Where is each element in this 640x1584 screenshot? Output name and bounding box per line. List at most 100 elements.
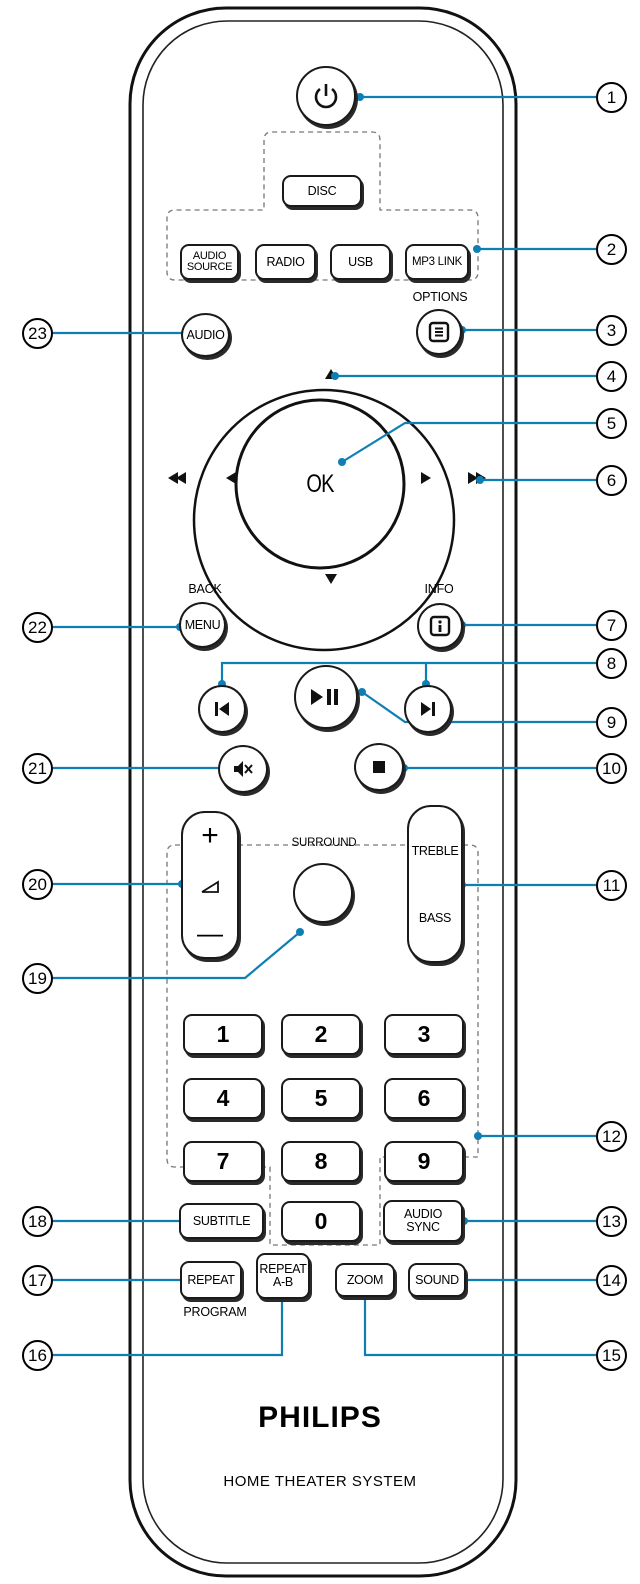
ok-button[interactable]: OK <box>236 400 404 568</box>
repeat-ab-label: REPEAT A-B <box>259 1262 307 1289</box>
menu-button[interactable]: MENU <box>179 602 226 648</box>
options-button[interactable] <box>416 309 462 355</box>
bass-label: BASS <box>418 911 452 925</box>
digit-9-button[interactable]: 9 <box>384 1141 464 1182</box>
stop-button[interactable] <box>354 743 404 791</box>
skip-next-icon <box>421 702 435 716</box>
digit-label: 7 <box>216 1148 230 1174</box>
nav-left-button[interactable] <box>212 464 242 494</box>
repeat-button[interactable]: REPEAT <box>180 1261 242 1299</box>
disc-label: DISC <box>307 183 337 198</box>
callout-22: 22 <box>22 612 53 643</box>
surround-caption: SURROUND <box>291 837 357 849</box>
radio-button[interactable]: RADIO <box>255 244 316 280</box>
treble-bass-rocker[interactable]: TREBLE BASS <box>407 805 463 963</box>
callout-7: 7 <box>596 610 627 641</box>
callout-2: 2 <box>596 234 627 265</box>
zoom-label: ZOOM <box>346 1272 384 1287</box>
audio-sync-button[interactable]: AUDIO SYNC <box>383 1200 463 1242</box>
callout-12: 12 <box>596 1121 627 1152</box>
stop-icon <box>373 761 385 773</box>
callout-14: 14 <box>596 1265 627 1296</box>
digit-0-button[interactable]: 0 <box>281 1201 361 1242</box>
digit-label: 8 <box>314 1148 328 1174</box>
mp3-link-label: MP3 LINK <box>411 255 462 268</box>
callout-18: 18 <box>22 1206 53 1237</box>
callout-20: 20 <box>22 869 53 900</box>
callout-15: 15 <box>596 1340 627 1371</box>
brand-logo: PHILIPS <box>258 1401 382 1434</box>
digit-6-button[interactable]: 6 <box>384 1078 464 1119</box>
audio-sync-label: AUDIO SYNC <box>403 1207 443 1234</box>
product-name: HOME THEATER SYSTEM <box>223 1473 417 1490</box>
repeat-label: REPEAT <box>187 1272 235 1287</box>
audio-source-button[interactable]: AUDIO SOURCE <box>180 244 239 280</box>
digit-label: 2 <box>314 1021 328 1047</box>
digit-label: 5 <box>314 1085 328 1111</box>
callout-4: 4 <box>596 361 627 392</box>
digit-label: 4 <box>216 1085 230 1111</box>
usb-button[interactable]: USB <box>330 244 391 280</box>
volume-icon <box>201 880 219 893</box>
digit-label: 1 <box>216 1021 230 1047</box>
callout-13: 13 <box>596 1206 627 1237</box>
volume-up-label: + <box>201 819 219 852</box>
zoom-button[interactable]: ZOOM <box>335 1263 395 1297</box>
volume-rocker[interactable]: + — <box>181 811 239 959</box>
ok-label: OK <box>306 469 334 498</box>
nav-up-button[interactable] <box>316 362 346 390</box>
treble-label: TREBLE <box>411 844 459 858</box>
callout-1: 1 <box>596 82 627 113</box>
play-pause-button[interactable] <box>294 665 358 729</box>
menu-label: MENU <box>184 617 221 632</box>
audio-button[interactable]: AUDIO <box>181 313 230 357</box>
next-button[interactable] <box>404 685 452 733</box>
nav-right-button[interactable] <box>416 464 446 494</box>
disc-button[interactable]: DISC <box>282 175 362 207</box>
fast-forward-icon <box>464 468 490 490</box>
info-button[interactable] <box>417 603 463 649</box>
digit-3-button[interactable]: 3 <box>384 1014 464 1055</box>
surround-button[interactable] <box>293 863 353 923</box>
callout-9: 9 <box>596 707 627 738</box>
audio-source-label: AUDIO SOURCE <box>186 250 233 273</box>
audio-label: AUDIO <box>186 327 225 342</box>
nav-down-button[interactable] <box>316 566 346 594</box>
radio-label: RADIO <box>266 254 305 269</box>
program-caption: PROGRAM <box>183 1305 247 1319</box>
mute-button[interactable] <box>218 745 268 793</box>
subtitle-button[interactable]: SUBTITLE <box>179 1203 264 1239</box>
sound-button[interactable]: SOUND <box>408 1263 466 1297</box>
previous-button[interactable] <box>198 685 246 733</box>
digit-label: 6 <box>417 1085 431 1111</box>
digit-5-button[interactable]: 5 <box>281 1078 361 1119</box>
info-icon <box>429 615 451 637</box>
volume-down-label: — <box>197 918 223 948</box>
callout-19: 19 <box>22 963 53 994</box>
skip-previous-icon <box>215 702 229 716</box>
power-button[interactable] <box>296 66 356 126</box>
repeat-ab-button[interactable]: REPEAT A-B <box>256 1253 310 1299</box>
play-pause-icon <box>311 689 338 705</box>
digit-2-button[interactable]: 2 <box>281 1014 361 1055</box>
digit-7-button[interactable]: 7 <box>183 1141 263 1182</box>
callout-3: 3 <box>596 315 627 346</box>
digit-label: 3 <box>417 1021 431 1047</box>
digit-label: 9 <box>417 1148 431 1174</box>
options-caption: OPTIONS <box>412 290 468 304</box>
callout-16: 16 <box>22 1340 53 1371</box>
digit-1-button[interactable]: 1 <box>183 1014 263 1055</box>
subtitle-label: SUBTITLE <box>192 1213 251 1228</box>
sound-label: SOUND <box>415 1272 459 1287</box>
info-caption: INFO <box>424 582 454 596</box>
options-icon <box>428 321 450 343</box>
callout-17: 17 <box>22 1265 53 1296</box>
callout-5: 5 <box>596 408 627 439</box>
mute-icon <box>234 761 253 777</box>
mp3-link-button[interactable]: MP3 LINK <box>405 244 469 280</box>
digit-8-button[interactable]: 8 <box>281 1141 361 1182</box>
digit-4-button[interactable]: 4 <box>183 1078 263 1119</box>
power-icon <box>314 84 338 109</box>
